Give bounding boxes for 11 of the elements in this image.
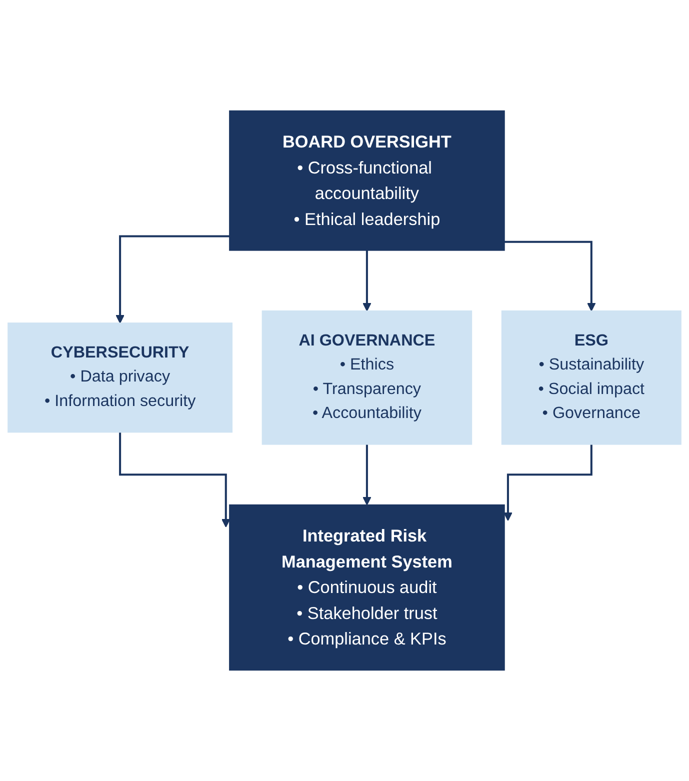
arrow — [116, 235, 230, 324]
node-box: CYBERSECURITY • Data privacy • Information security — [8, 322, 233, 433]
arrow — [504, 443, 592, 522]
node-box: ESG • Sustainability • Social impact • Governance — [501, 310, 682, 445]
node-box: BOARD OVERSIGHT • Cross-functional accountability • Ethical leadership — [229, 110, 505, 251]
arrow — [504, 240, 596, 312]
arrow — [362, 443, 372, 506]
arrow — [119, 431, 230, 528]
arrow — [362, 249, 372, 312]
node-box: AI GOVERNANCE • Ethics • Transparency • Accountability — [262, 310, 472, 445]
node-box: Integrated Risk Management System • Continuous audit • Stakeholder trust • Compliance & KPIs — [229, 504, 505, 671]
